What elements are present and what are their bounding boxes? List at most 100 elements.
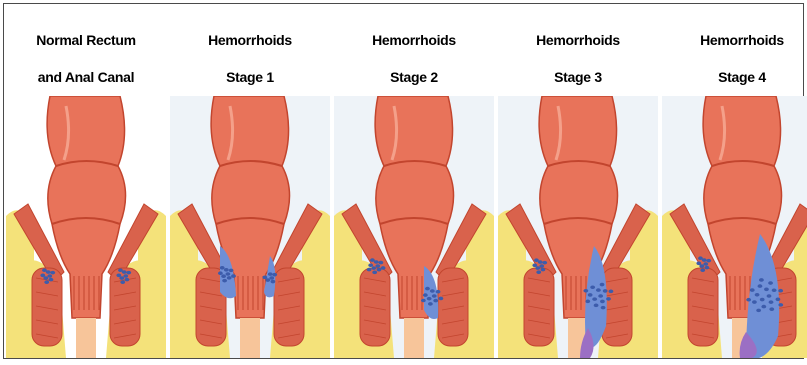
vein-dot [227,276,232,280]
vein-dot [598,294,603,298]
vein-dot [220,266,225,270]
vein-dot [262,275,267,279]
vein-dot [755,293,760,297]
vein-dot [421,299,426,303]
vein-dot [606,297,611,301]
panel-caption: HemorrhoidsStage 3 [498,22,658,96]
caption-line-2: Stage 4 [662,59,807,96]
vein-dot [50,271,55,275]
vein-dot [371,266,376,270]
vein-dot [43,276,48,280]
vein-dot [532,263,537,267]
vein-dot [758,284,763,288]
anatomy-svg [498,96,658,358]
anatomy-illustration [662,96,807,358]
anatomy-svg [334,96,494,358]
panel-caption: Normal Rectumand Anal Canal [6,22,166,96]
vein-dot [703,262,708,266]
vein-dot [746,298,751,302]
vein-dot [778,289,783,293]
anal-opening [404,318,424,358]
anal-opening [240,318,260,358]
caption-line-1: Hemorrhoids [662,22,807,59]
anatomy-illustration [498,96,658,358]
vein-dot [769,307,774,311]
vein-dot [609,290,614,294]
anatomy-illustration [170,96,330,358]
anatomy-svg [6,96,166,358]
vein-dot [761,305,766,309]
vein-dot [535,266,540,270]
caption-line-2: Stage 1 [170,59,330,96]
vein-dot [423,293,428,297]
vein-dot [116,273,121,277]
vein-dot [120,280,125,284]
vein-dot [118,268,123,272]
vein-dot [370,258,375,262]
vein-dot [40,273,45,277]
panel-caption: HemorrhoidsStage 4 [662,22,807,96]
anatomy-illustration [334,96,494,358]
caption-line-2: Stage 2 [334,59,494,96]
vein-dot [542,261,547,265]
caption-line-1: Normal Rectum [6,22,166,59]
vein-dot [600,300,605,304]
vein-dot [583,289,588,293]
vein-dot [368,263,373,267]
vein-dot [752,300,757,304]
vein-dot [221,274,226,278]
vein-dot [769,300,774,304]
vein-dot [768,281,773,285]
vein-dot [764,288,769,292]
vein-dot [222,279,227,283]
vein-dot [375,264,380,268]
caption-line-2: and Anal Canal [6,59,166,96]
vein-dot [270,280,275,284]
vein-dot [436,290,441,294]
vein-dot [269,276,274,280]
vein-dot [778,303,783,307]
vein-dot [229,269,234,273]
vein-dot [427,297,432,301]
vein-dot [700,268,705,272]
vein-dot [536,270,541,274]
vein-dot [596,288,601,292]
vein-dot [750,288,755,292]
caption-line-2: Stage 3 [498,59,658,96]
vein-dot [119,276,124,280]
vein-dot [218,271,223,275]
vein-dot [44,280,49,284]
vein-dot [759,278,764,282]
vein-dot [706,259,711,263]
vein-dot [433,299,438,303]
vein-dot [430,289,435,293]
vein-dot [776,298,781,302]
stage-panel: HemorrhoidsStage 4 [662,4,807,358]
vein-dot [705,266,710,270]
vein-dot [268,272,273,276]
vein-dot [49,278,54,282]
vein-dot [125,278,130,282]
vein-dot [438,297,443,301]
vein-dot [377,268,382,272]
vein-dot [541,268,546,272]
vein-dot [590,285,595,289]
vein-dot [592,297,597,301]
vein-dot [699,264,704,268]
vein-dot [272,273,277,277]
vein-dot [225,272,230,276]
vein-dot [760,298,765,302]
vein-dot [698,256,703,260]
vein-dot [372,271,377,275]
vein-dot [600,283,605,287]
vein-dot [594,304,599,308]
anatomy-svg [662,96,807,358]
panel-caption: HemorrhoidsStage 1 [170,22,330,96]
vein-dot [432,294,437,298]
vein-dot [585,300,590,304]
vein-dot [126,271,131,275]
